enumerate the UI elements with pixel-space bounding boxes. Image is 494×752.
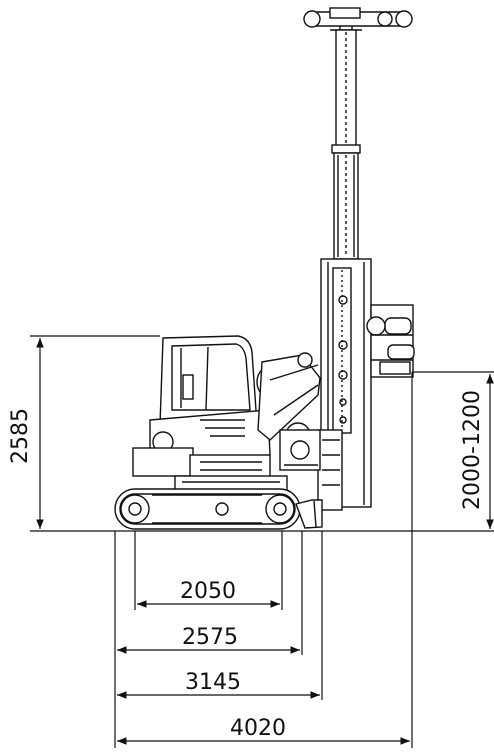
dozer-blade bbox=[295, 499, 323, 529]
dimension-lines bbox=[30, 335, 494, 748]
label-height-2585: 2585 bbox=[8, 408, 33, 464]
label-length-3145: 3145 bbox=[185, 670, 241, 695]
drill-head bbox=[366, 304, 415, 378]
boom-linkage bbox=[256, 352, 321, 471]
label-length-4020: 4020 bbox=[230, 716, 286, 741]
mast-head bbox=[303, 7, 413, 38]
label-length-2050: 2050 bbox=[180, 579, 236, 604]
undercarriage bbox=[174, 475, 288, 491]
label-height-range: 2000-1200 bbox=[460, 390, 485, 510]
upper-body bbox=[132, 409, 271, 478]
label-length-2575: 2575 bbox=[182, 625, 238, 650]
mast-upper bbox=[331, 29, 361, 260]
mast-lower bbox=[317, 258, 372, 511]
crawler-track bbox=[114, 488, 301, 530]
machine-illustration bbox=[114, 7, 415, 530]
operator-cab bbox=[159, 335, 258, 426]
